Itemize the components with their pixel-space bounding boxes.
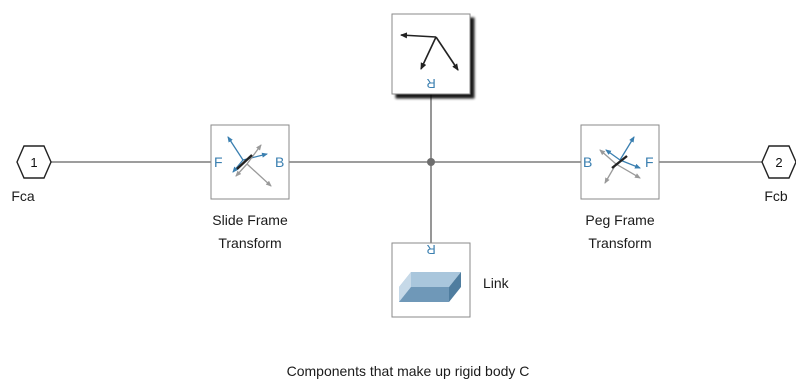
- slide-frame-label-line1: Slide Frame: [212, 212, 288, 228]
- brick-solid-icon: [399, 272, 461, 302]
- inport-number: 1: [30, 155, 37, 170]
- outport-number: 2: [775, 155, 782, 170]
- peg-frame-label-line1: Peg Frame: [585, 212, 654, 228]
- diagram-caption: Components that make up rigid body C: [287, 363, 530, 379]
- slide-frame-port-f: F: [214, 154, 223, 170]
- junction-point: [427, 158, 435, 166]
- reference-frame-port-r: R: [426, 76, 435, 91]
- frame-transform-icon: [227, 136, 272, 187]
- slide-frame-port-b: B: [275, 154, 284, 170]
- coordinate-axes-icon: [400, 32, 459, 71]
- slide-frame-label-line2: Transform: [218, 235, 281, 251]
- slide-frame-transform-block[interactable]: F B Slide Frame Transform: [210, 124, 290, 251]
- peg-frame-port-b: B: [583, 154, 592, 170]
- link-label: Link: [483, 275, 510, 291]
- link-solid-block[interactable]: R Link: [391, 242, 510, 318]
- frame-transform-icon: [599, 136, 641, 184]
- reference-frame-block[interactable]: R: [391, 13, 471, 95]
- peg-frame-port-f: F: [645, 154, 654, 170]
- peg-frame-label-line2: Transform: [588, 235, 651, 251]
- outport-block[interactable]: 2 Fcb: [761, 145, 796, 204]
- outport-label: Fcb: [764, 188, 788, 204]
- peg-frame-transform-block[interactable]: B F Peg Frame Transform: [580, 124, 660, 251]
- link-port-r: R: [426, 242, 435, 257]
- connection-lines: [50, 94, 762, 243]
- inport-label: Fca: [11, 188, 35, 204]
- inport-block[interactable]: 1 Fca: [11, 145, 52, 204]
